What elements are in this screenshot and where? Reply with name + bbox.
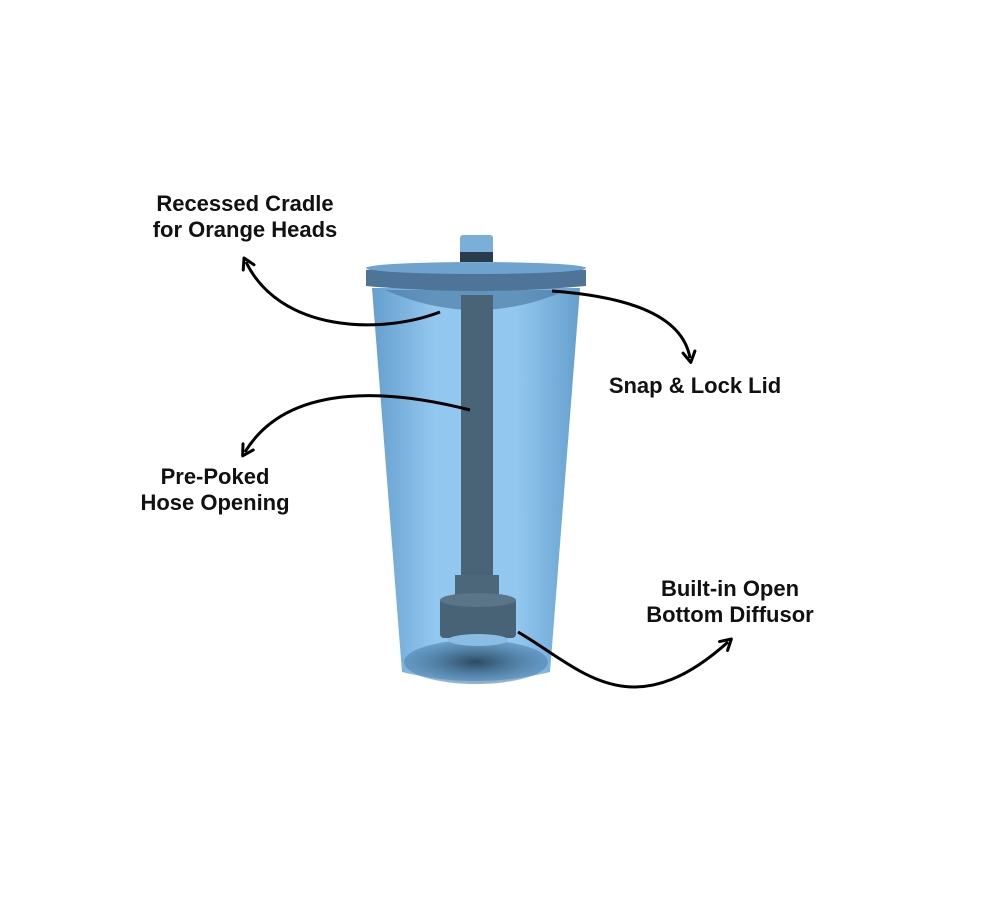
diffusor-label-line2: Bottom Diffusor — [646, 602, 814, 627]
lid-label: Snap & Lock Lid — [590, 373, 800, 399]
hose-arrow — [241, 394, 471, 458]
cradle-arrow — [241, 256, 441, 327]
hose-label: Pre-Poked Hose Opening — [110, 464, 320, 516]
cradle-label: Recessed Cradle for Orange Heads — [130, 191, 360, 243]
hose-stem — [461, 295, 493, 585]
diffusor-label: Built-in Open Bottom Diffusor — [620, 576, 840, 628]
diffusor-arrow — [517, 630, 733, 689]
cradle-label-line1: Recessed Cradle — [156, 191, 334, 216]
lid-label-line1: Snap & Lock Lid — [608, 373, 782, 398]
diffuser — [440, 598, 516, 638]
cradle-label-line2: for Orange Heads — [152, 217, 338, 242]
cup-bottom — [404, 640, 548, 684]
hose-label-line1: Pre-Poked — [160, 464, 270, 489]
diffusor-label-line1: Built-in Open — [660, 576, 800, 601]
hose-label-line2: Hose Opening — [140, 490, 290, 515]
lid-arrow — [551, 289, 697, 364]
